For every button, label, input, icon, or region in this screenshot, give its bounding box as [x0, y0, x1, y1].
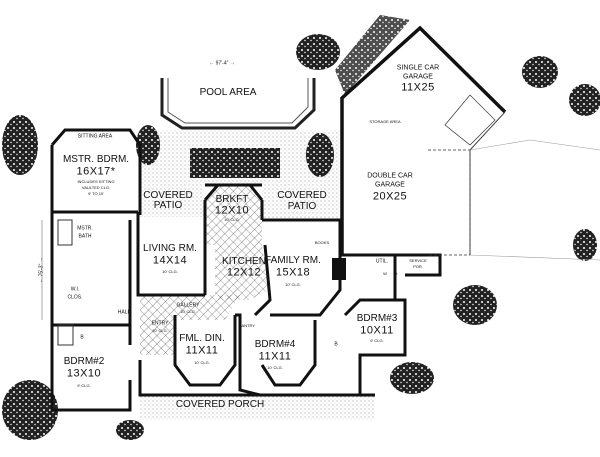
util-label: UTIL. — [375, 258, 389, 265]
double-garage-line1: DOUBLE CAR — [367, 172, 413, 180]
service-line2: POR. — [413, 264, 423, 269]
bdrm2-clg: 9' CLG. — [77, 383, 91, 388]
pool-area-label: POOL AREA — [199, 87, 257, 98]
hall-label: HALL — [117, 309, 131, 316]
kitchen-name: KITCHEN — [222, 256, 266, 267]
family-size: 15X18 — [275, 266, 311, 279]
master-note-2: VAULTED CLG. — [81, 185, 111, 190]
covered-patio-left — [138, 185, 204, 217]
master-note-3: 9' TO 10' — [88, 191, 104, 196]
patio-right-line2: PATIO — [287, 201, 317, 212]
bdrm3-size: 10X11 — [360, 324, 394, 337]
double-garage-size: 20X25 — [372, 190, 408, 203]
bdrm4-size: 11X11 — [258, 350, 292, 363]
single-garage-size: 11X25 — [401, 81, 435, 94]
storage-area-label: STORAGE AREA — [369, 119, 401, 124]
breakfast-name: BRKFT — [215, 194, 249, 205]
master-bath-line1: MSTR. — [77, 225, 93, 232]
living-size: 14X14 — [152, 254, 188, 267]
covered-porch — [140, 395, 375, 420]
patio-left-line1: COVERED — [143, 190, 193, 201]
covered-porch-label: COVERED PORCH — [175, 399, 265, 410]
books-label: BOOKS — [314, 240, 330, 245]
master-bedroom-name: MSTR. BDRM. — [62, 154, 130, 165]
master-note-1: INCLUDES SITTING — [77, 179, 115, 184]
living-clg: 10' CLG. — [162, 269, 178, 274]
kitchen-floor — [215, 245, 268, 300]
walls — [50, 128, 442, 412]
gallery-name: GALLERY — [176, 302, 200, 309]
garage — [340, 25, 600, 261]
covered-patio-right — [262, 185, 340, 223]
double-garage-line2: GARAGE — [375, 181, 405, 189]
family-name: FAMILY RM. — [265, 255, 321, 266]
family-clg: 10' CLG. — [285, 282, 301, 287]
dining-size: 11X11 — [185, 344, 219, 357]
bdrm3-name: BDRM#3 — [356, 313, 398, 324]
entry-clg: 10' CLG. — [152, 328, 168, 333]
bathtub — [57, 324, 74, 346]
gallery-clg: 10' CLG. — [180, 309, 196, 314]
patio-left-line2: PATIO — [153, 200, 183, 211]
bdrm2-size: 13X10 — [66, 367, 102, 380]
dining-name: FML. DIN. — [179, 333, 225, 344]
side-dimension: ← 75'-3" → — [38, 257, 45, 283]
master-bedroom-size: 16X17* — [76, 165, 116, 178]
pool-dimension: ← 97'-4" → — [209, 60, 235, 67]
bath3-label: B — [334, 341, 338, 348]
pantry-label: PANTRY — [239, 323, 255, 328]
patio-right-line1: COVERED — [277, 190, 327, 201]
kitchen-size: 12X12 — [226, 266, 262, 279]
fireplace — [332, 258, 346, 280]
dryer-label: D — [394, 271, 398, 276]
single-garage-line2: GARAGE — [403, 73, 433, 81]
bdrm3-clg: 9' CLG. — [370, 338, 384, 343]
living-name: LIVING RM. — [143, 243, 197, 254]
bath2-label: B — [80, 334, 84, 341]
bdrm2-name: BDRM#2 — [63, 356, 105, 367]
landscape-trees — [2, 15, 600, 440]
master-bath-line2: BATH — [78, 233, 92, 240]
dining-clg: 10' CLG. — [194, 360, 210, 365]
walkin-line1: W.I. — [70, 286, 80, 293]
master-tub — [57, 219, 73, 246]
breakfast-clg: 10' CLG. — [224, 217, 240, 222]
walkin-line2: CLOS. — [67, 294, 83, 301]
breakfast-size: 12X10 — [214, 204, 250, 217]
washer-label: W — [383, 271, 387, 276]
entry-name: ENTRY — [151, 320, 169, 327]
bdrm4-name: BDRM#4 — [254, 339, 296, 350]
bdrm4-clg: 10' CLG. — [267, 365, 283, 370]
gallery-entry-floor — [140, 295, 240, 355]
sitting-area-label: SITTING AREA — [77, 133, 113, 140]
breakfast-floor — [205, 185, 262, 245]
service-line1: SERVICE — [409, 258, 427, 263]
single-garage-line1: SINGLE CAR — [396, 64, 440, 72]
